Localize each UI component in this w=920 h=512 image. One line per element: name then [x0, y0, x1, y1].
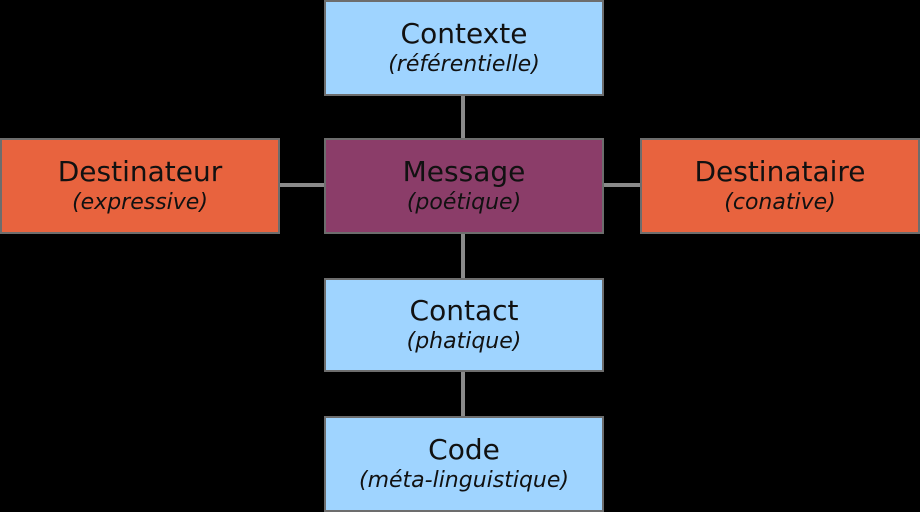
node-contexte-title: Contexte: [400, 17, 528, 50]
node-contact-subtitle: (phatique): [406, 329, 522, 354]
node-code: Code (méta-linguistique): [324, 416, 604, 512]
node-code-title: Code: [428, 433, 500, 466]
node-destinataire-title: Destinataire: [694, 155, 866, 188]
connector-message-destinataire: [604, 183, 640, 187]
connector-message-contact: [461, 234, 465, 278]
node-contact: Contact (phatique): [324, 278, 604, 372]
connector-destinateur-message: [280, 183, 324, 187]
node-message-subtitle: (poétique): [406, 190, 522, 215]
node-destinataire: Destinataire (conative): [640, 138, 920, 234]
node-code-subtitle: (méta-linguistique): [358, 468, 569, 493]
node-contexte-subtitle: (référentielle): [388, 52, 540, 77]
connector-contact-code: [461, 372, 465, 416]
node-destinataire-subtitle: (conative): [724, 190, 836, 215]
node-destinateur-title: Destinateur: [57, 155, 223, 188]
node-contact-title: Contact: [409, 294, 519, 327]
node-message: Message (poétique): [324, 138, 604, 234]
node-contexte: Contexte (référentielle): [324, 0, 604, 96]
node-message-title: Message: [402, 155, 526, 188]
node-destinateur-subtitle: (expressive): [72, 190, 208, 215]
connector-contexte-message: [461, 96, 465, 138]
node-destinateur: Destinateur (expressive): [0, 138, 280, 234]
